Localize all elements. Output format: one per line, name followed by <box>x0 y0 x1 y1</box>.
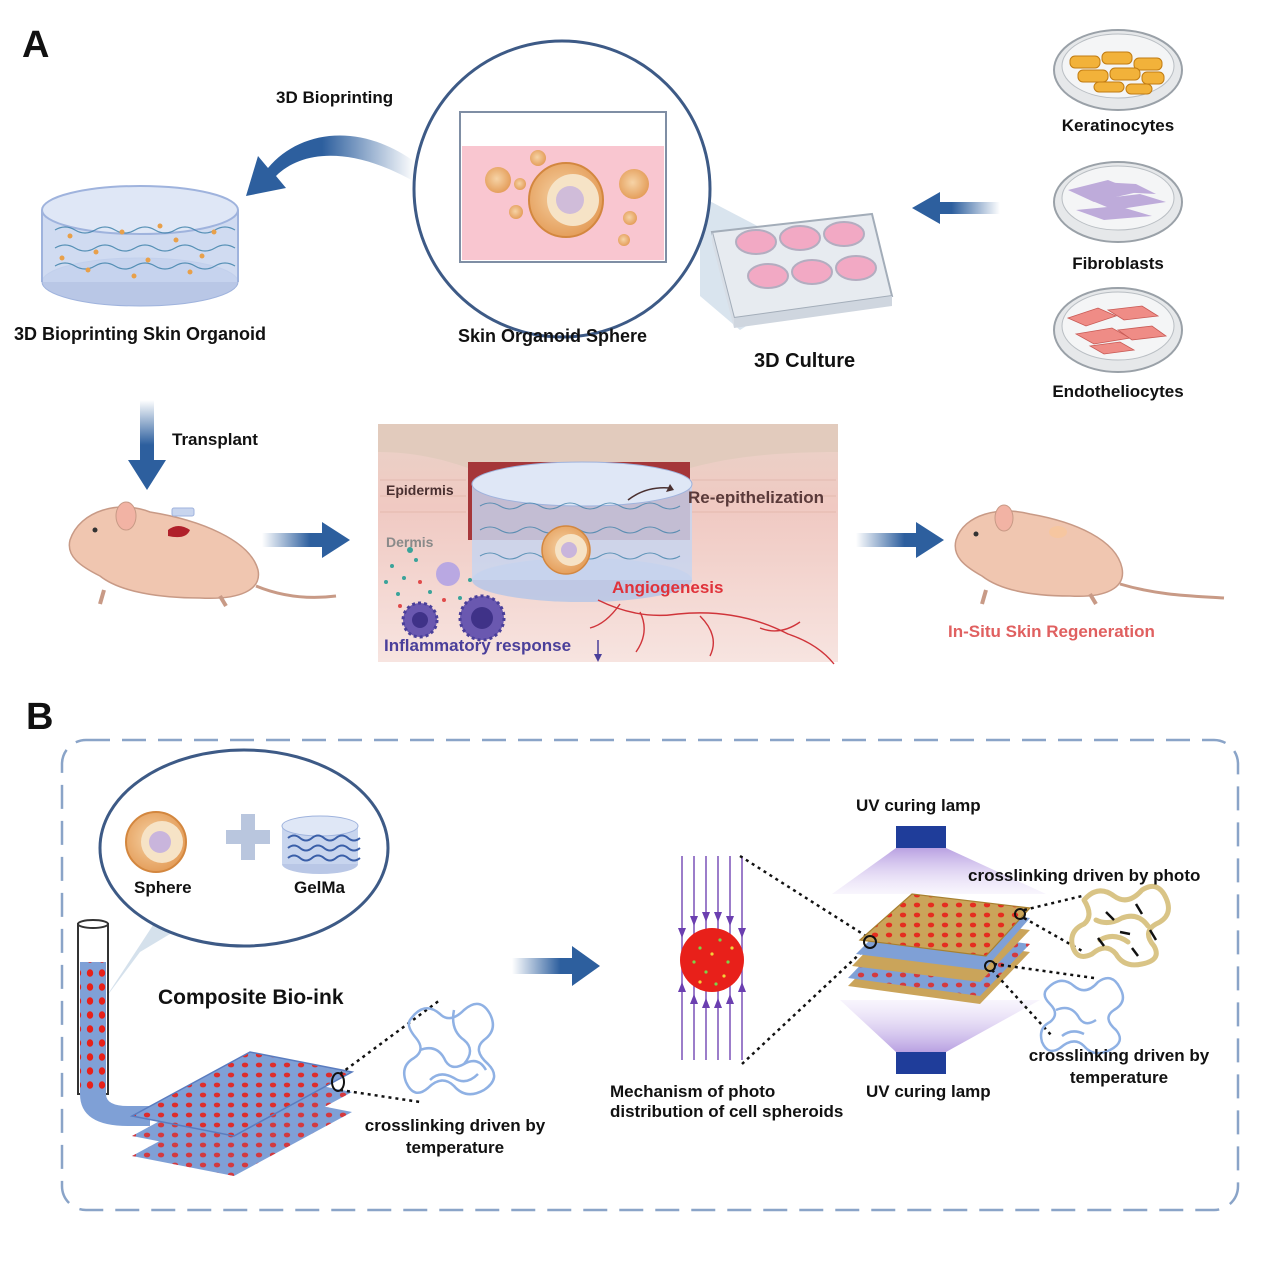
zoom-lines-left <box>339 998 441 1104</box>
culture-label: 3D Culture <box>754 350 856 372</box>
wound-scaffold <box>471 461 693 602</box>
crosslink-temp-left-line2: temperature <box>405 1138 505 1157</box>
transplant-label: Transplant <box>172 430 258 449</box>
mouse-to-wound-arrow <box>262 522 350 558</box>
regeneration-label: In-Situ Skin Regeneration <box>948 622 1155 641</box>
bioprinting-arrow-label: 3D Bioprinting <box>276 88 394 107</box>
crosslink-temp-right-line1: crosslinking driven by <box>1028 1046 1210 1065</box>
panel-b-letter: B <box>26 696 54 738</box>
bioprinted-scaffold <box>41 185 239 307</box>
printed-layers-left <box>129 1051 355 1176</box>
bioink-components-bubble <box>98 748 390 1000</box>
plus-icon <box>226 814 270 860</box>
uv-lamp-bottom-label: UV curing lamp <box>866 1082 991 1101</box>
petri-dish-icon <box>1053 29 1183 111</box>
epidermis-label: Epidermis <box>386 482 454 498</box>
petri-dish-icon <box>1053 161 1183 243</box>
gelma-network-right <box>1039 976 1125 1055</box>
dermis-label: Dermis <box>386 534 434 550</box>
magnifier-beaker <box>412 39 838 339</box>
printed-layers-right <box>848 893 1032 1004</box>
zoom-marker <box>1014 908 1026 920</box>
sphere-label: Skin Organoid Sphere <box>458 326 648 346</box>
panel-b-frame <box>60 738 1240 1212</box>
bioprinting-arrow <box>246 135 415 196</box>
mechanism-label-line1: Mechanism of photo <box>610 1082 776 1101</box>
gelma-icon <box>281 815 361 874</box>
cells-to-plate-arrow <box>912 192 1000 224</box>
uv-lamp-icon <box>832 826 1046 894</box>
mechanism-label-line2: distribution of cell spheroids <box>610 1102 844 1121</box>
mouse-icon <box>68 501 337 608</box>
immune-cells <box>384 547 506 642</box>
wound-to-mouse-arrow <box>856 522 944 558</box>
bioink-label: Composite Bio-ink <box>158 986 344 1009</box>
crosslink-photo-label: crosslinking driven by photo <box>968 866 1201 885</box>
petri-dish-icon <box>1053 287 1183 373</box>
uv-lamp-top-label: UV curing lamp <box>856 796 981 815</box>
zoom-marker <box>863 935 877 949</box>
wound-cross-section <box>378 424 838 665</box>
angiogenesis-label: Angiogenesis <box>612 578 724 597</box>
cell-label-fibroblasts: Fibroblasts <box>1072 254 1164 273</box>
transplant-arrow <box>128 400 166 490</box>
cell-label-endotheliocytes: Endotheliocytes <box>1052 382 1184 401</box>
photo-crosslink-network <box>1069 883 1171 968</box>
gelma-component-label: GelMa <box>294 878 346 897</box>
inflammatory-label: Inflammatory response <box>384 636 572 655</box>
to-curing-arrow <box>512 946 600 986</box>
crosslink-temp-left-line1: crosslinking driven by <box>364 1116 546 1135</box>
uv-lamp-icon <box>840 1000 1040 1074</box>
cell-label-keratinocytes: Keratinocytes <box>1061 116 1175 135</box>
organoid-sphere-large <box>528 162 604 238</box>
reepithelization-label: Re-epithelization <box>688 488 825 507</box>
panel-a-letter: A <box>22 24 50 66</box>
well-plate <box>710 212 894 328</box>
zoom-marker <box>984 960 996 972</box>
photo-distribution-sphere <box>678 856 746 1060</box>
crosslink-temp-right-line2: temperature <box>1069 1068 1169 1087</box>
gelma-network-left <box>403 1002 496 1096</box>
sphere-component-label: Sphere <box>134 878 192 897</box>
organoid-label: 3D Bioprinting Skin Organoid <box>14 324 266 344</box>
nozzle-icon <box>77 919 150 1126</box>
zoom-marker <box>331 1072 345 1092</box>
mouse-icon <box>954 504 1225 606</box>
zoom-lines-photo <box>739 854 867 1065</box>
